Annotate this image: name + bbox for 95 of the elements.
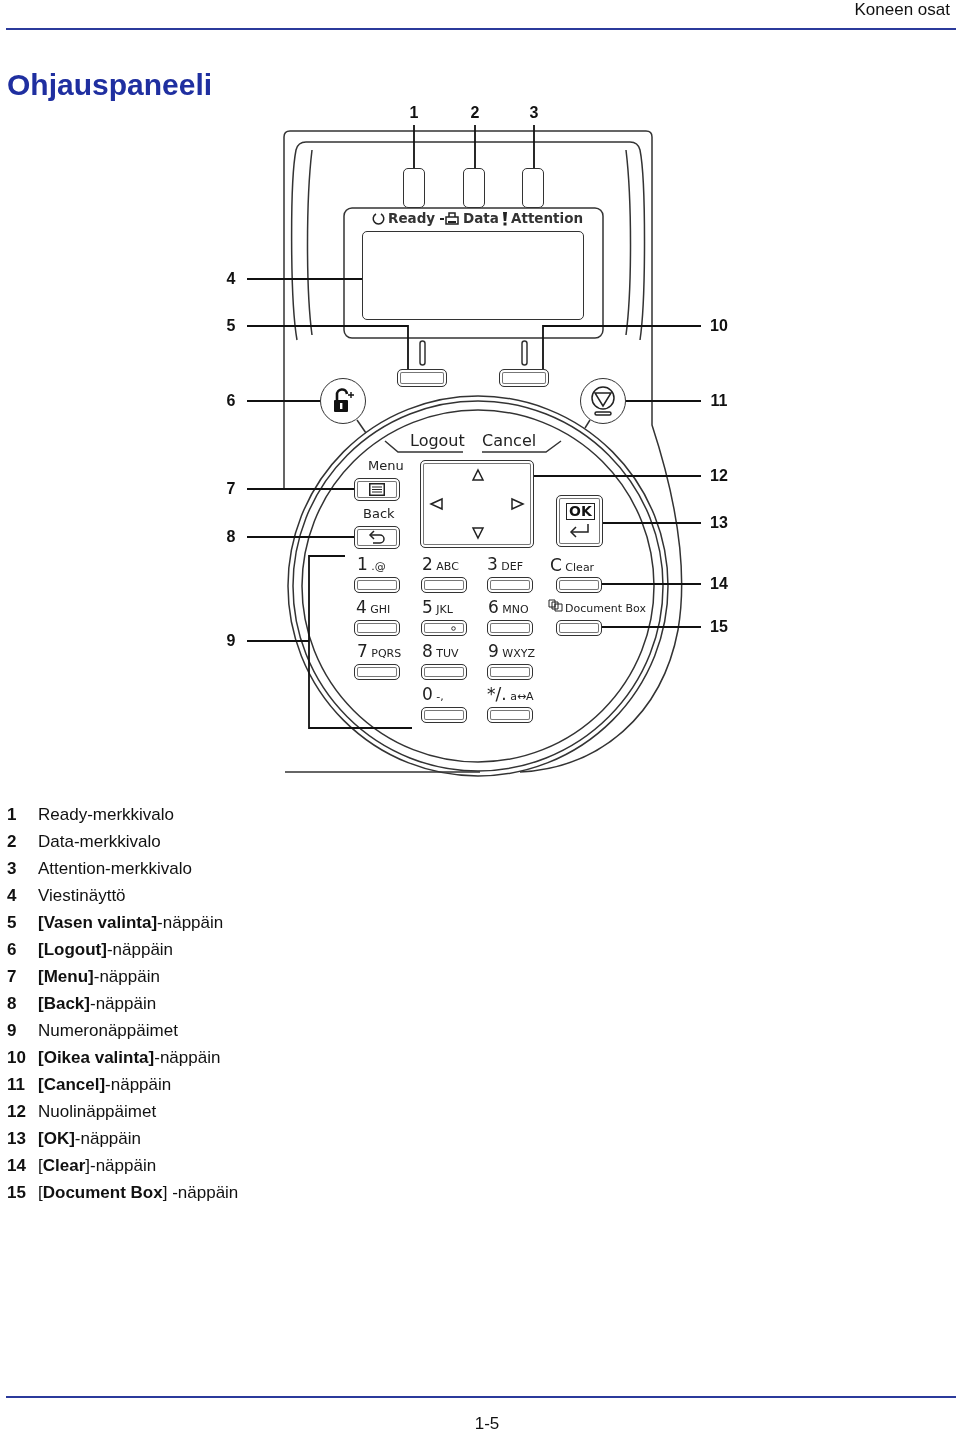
key-label: 2 ABC — [422, 554, 459, 575]
leader-line — [246, 325, 409, 370]
list-number: 15 — [7, 1183, 26, 1203]
list-number: 13 — [7, 1129, 26, 1149]
leader-line — [246, 488, 355, 490]
list-number: 10 — [7, 1048, 26, 1068]
list-item-text: [Document Box] -näppäin — [38, 1183, 239, 1203]
leader-line — [246, 555, 413, 729]
callout-number: 14 — [705, 574, 733, 594]
leader-line — [601, 583, 702, 585]
list-item-text: [Vasen valinta]-näppäin — [38, 913, 224, 933]
leader-line — [542, 325, 702, 370]
leader-line — [413, 124, 415, 169]
key-label: Menu — [368, 458, 404, 474]
key-label: 5 JKL — [422, 597, 453, 618]
callout-number: 10 — [705, 316, 733, 336]
key-label: Logout — [410, 431, 465, 451]
ok-key — [556, 495, 603, 547]
key-label: 6 MNO — [488, 597, 529, 618]
list-item-text: Attention-merkkivalo — [38, 859, 192, 879]
key-label: 1 .@ — [357, 554, 386, 575]
list-number: 3 — [7, 859, 17, 879]
list-number: 9 — [7, 1021, 17, 1041]
display-screen — [362, 231, 584, 320]
list-item-text: Ready-merkkivalo — [38, 805, 175, 825]
list-item-text: Viestinäyttö — [38, 886, 126, 906]
list-number: 11 — [7, 1075, 25, 1095]
key-label: 4 GHI — [356, 597, 391, 618]
callout-number: 1 — [402, 103, 426, 123]
leader-line — [246, 536, 355, 538]
back-key — [354, 526, 400, 549]
list-item-text: [Cancel]-näppäin — [38, 1075, 172, 1095]
page-number: 1-5 — [473, 1414, 501, 1432]
callout-number: 8 — [219, 527, 243, 547]
list-item-text: [Menu]-näppäin — [38, 967, 160, 987]
indicator-light — [403, 168, 425, 208]
key-label: */. a↔A — [487, 684, 534, 705]
leader-line — [602, 522, 702, 524]
leader-line — [533, 475, 702, 477]
key-label: OK — [566, 503, 595, 520]
list-item-text: Nuolinäppäimet — [38, 1102, 157, 1122]
list-number: 5 — [7, 913, 17, 933]
callout-number: 11 — [705, 391, 733, 411]
indicator-label: Attention — [511, 210, 584, 227]
callout-number: 12 — [705, 466, 733, 486]
callout-number: 15 — [705, 617, 733, 637]
indicator-label: Data — [463, 210, 499, 227]
callout-number: 2 — [463, 103, 487, 123]
list-number: 6 — [7, 940, 17, 960]
leader-line — [474, 124, 476, 169]
callout-number: 6 — [219, 391, 243, 411]
key-label: Document Box — [565, 602, 646, 616]
list-item-text: [Logout]-näppäin — [38, 940, 174, 960]
indicator-light — [522, 168, 544, 208]
key-label: 3 DEF — [487, 554, 524, 575]
arrow-keypad — [420, 460, 534, 548]
key-label: Back — [363, 506, 395, 522]
key-label: C Clear — [550, 555, 595, 576]
indicator-light — [463, 168, 485, 208]
callout-number: 13 — [705, 513, 733, 533]
key-label: 9 WXYZ — [488, 641, 535, 662]
key-label: 0 -, — [422, 684, 444, 705]
list-number: 4 — [7, 886, 17, 906]
page-header: Koneen osat — [854, 0, 950, 20]
callout-number: 4 — [219, 269, 243, 289]
leader-line — [246, 400, 321, 402]
select-key — [499, 369, 549, 387]
list-item-text: Numeronäppäimet — [38, 1021, 178, 1041]
list-number: 7 — [7, 967, 17, 987]
key-label: 8 TUV — [422, 641, 459, 662]
leader-line — [533, 124, 535, 169]
leader-line — [625, 400, 702, 402]
page-title: Ohjauspaneeli — [7, 68, 213, 102]
indicator-label: Ready — [388, 210, 436, 227]
clear-key — [556, 577, 602, 593]
key-label: Cancel — [482, 431, 537, 451]
callout-number: 5 — [219, 316, 243, 336]
list-item-text: [Back]-näppäin — [38, 994, 157, 1014]
list-number: 1 — [7, 805, 17, 825]
list-number: 12 — [7, 1102, 26, 1122]
callout-number: 7 — [219, 479, 243, 499]
leader-line — [601, 626, 702, 628]
list-item-text: Data-merkkivalo — [38, 832, 161, 852]
callout-number: 3 — [522, 103, 546, 123]
callout-number: 9 — [219, 631, 243, 651]
leader-line — [246, 278, 363, 280]
document-box-key — [556, 620, 602, 636]
list-number: 8 — [7, 994, 17, 1014]
list-item-text: [Oikea valinta]-näppäin — [38, 1048, 221, 1068]
list-item-text: [OK]-näppäin — [38, 1129, 141, 1149]
list-item-text: [Clear]-näppäin — [38, 1156, 157, 1176]
key-label: 7 PQRS — [357, 641, 402, 662]
list-number: 2 — [7, 832, 17, 852]
list-number: 14 — [7, 1156, 26, 1176]
select-key — [397, 369, 447, 387]
